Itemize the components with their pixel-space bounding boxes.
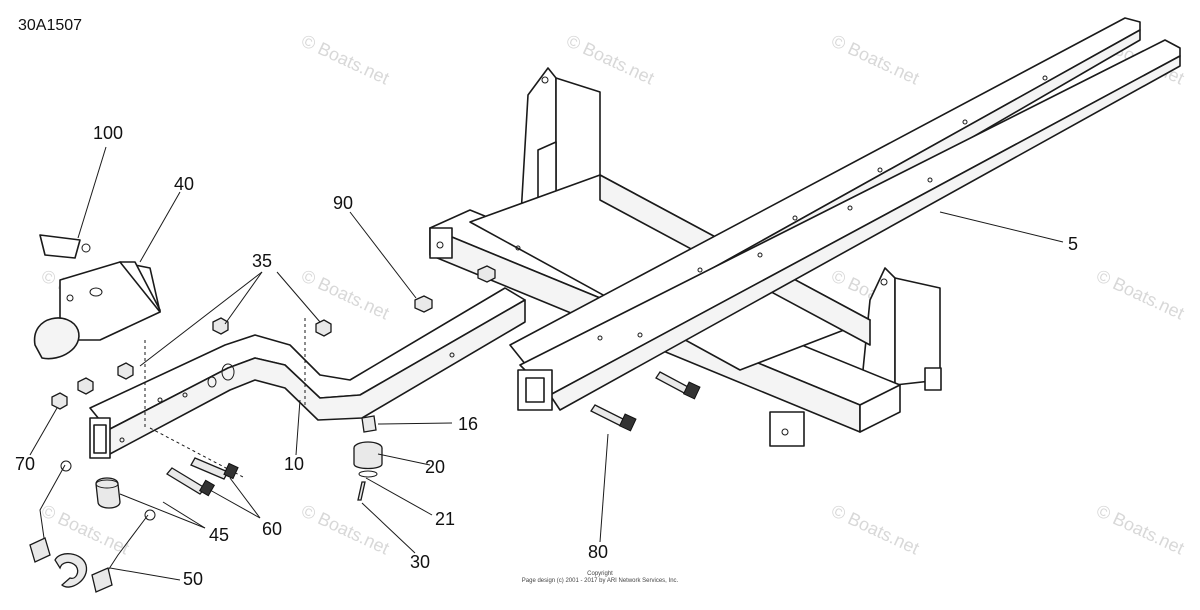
callout-80[interactable]: 80 xyxy=(588,542,608,562)
watermark: © Boats.net xyxy=(298,265,392,323)
callout-45[interactable]: 45 xyxy=(209,525,229,545)
watermark: © Boats.net xyxy=(563,30,657,88)
watermark: © Boats.net xyxy=(298,500,392,558)
bolt-80 xyxy=(590,371,701,432)
callout-labels: 100 40 35 90 5 16 20 21 10 70 45 60 30 8… xyxy=(15,123,1078,589)
bumper-16-20-21 xyxy=(353,415,383,501)
callout-21[interactable]: 21 xyxy=(435,509,455,529)
watermark: © Boats.net xyxy=(828,500,922,558)
nut-90 xyxy=(414,265,496,313)
callout-50[interactable]: 50 xyxy=(183,569,203,589)
leader-lines xyxy=(29,146,1064,581)
callout-60[interactable]: 60 xyxy=(262,519,282,539)
tongue-tube xyxy=(89,287,526,459)
callout-20[interactable]: 20 xyxy=(425,457,445,477)
roller-45 xyxy=(95,477,121,509)
watermark: © Boats.net xyxy=(1093,500,1187,558)
callout-16[interactable]: 16 xyxy=(458,414,478,434)
copyright-heading: Copyright xyxy=(587,571,613,577)
watermark: © Boats.net xyxy=(38,500,132,558)
callout-40[interactable]: 40 xyxy=(174,174,194,194)
coupler xyxy=(33,261,161,360)
callout-100[interactable]: 100 xyxy=(93,123,123,143)
watermark: © Boats.net xyxy=(828,30,922,88)
watermark: © Boats.net xyxy=(1093,265,1187,323)
nuts-70 xyxy=(51,377,94,410)
bolts-60 xyxy=(166,457,239,497)
nuts-35 xyxy=(117,317,332,380)
safety-chain xyxy=(29,460,156,593)
callout-30[interactable]: 30 xyxy=(410,552,430,572)
copyright-text: Page design (c) 2001 - 2017 by ARI Netwo… xyxy=(522,578,679,584)
latch-pin xyxy=(39,234,91,259)
main-frame xyxy=(429,17,1181,447)
callout-10[interactable]: 10 xyxy=(284,454,304,474)
watermark: © Boats.net xyxy=(298,30,392,88)
callout-35[interactable]: 35 xyxy=(252,251,272,271)
callout-90[interactable]: 90 xyxy=(333,193,353,213)
diagram-code: 30A1507 xyxy=(18,17,82,34)
callout-70[interactable]: 70 xyxy=(15,454,35,474)
callout-5[interactable]: 5 xyxy=(1068,234,1078,254)
